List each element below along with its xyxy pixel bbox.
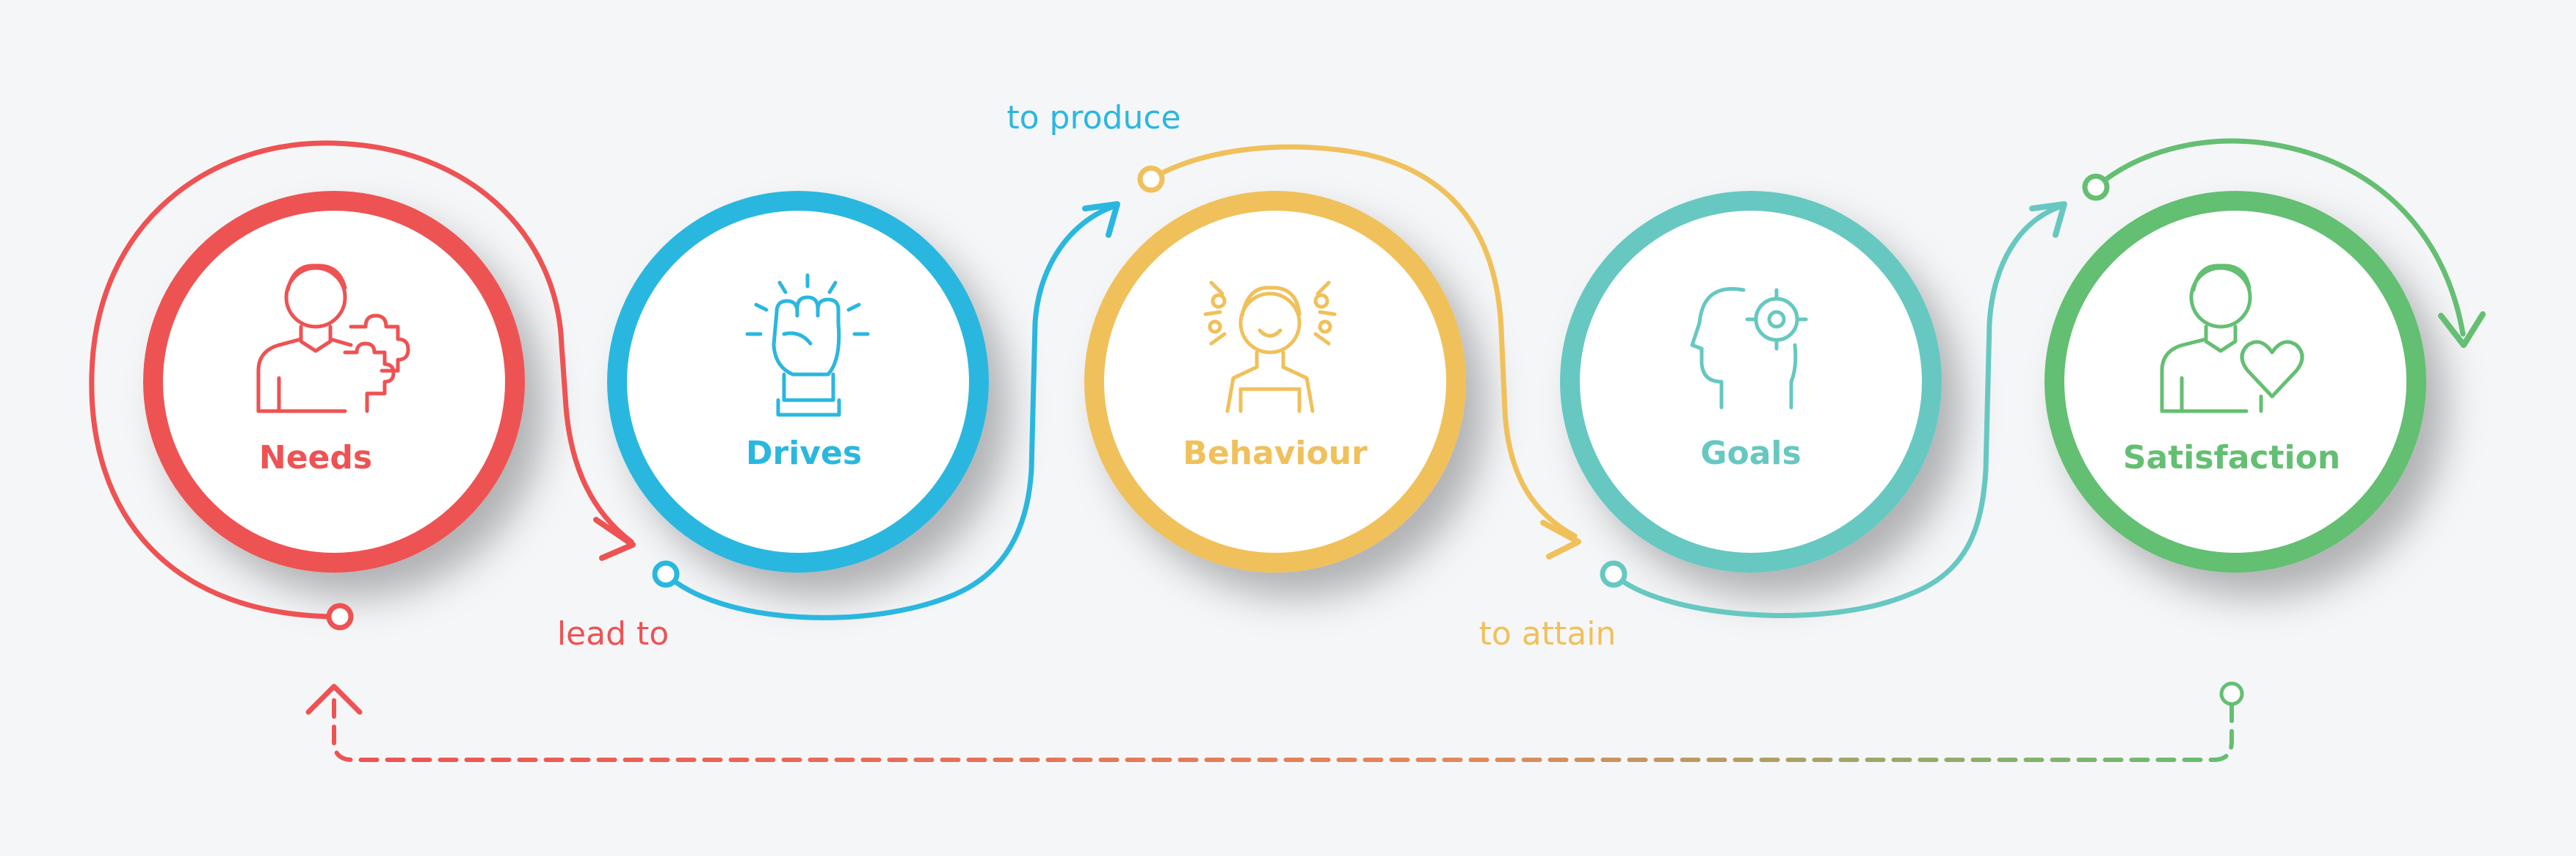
connector-label-to-attain: to attain [1479, 615, 1617, 653]
goals-to-satisfaction-arrow [1611, 203, 2066, 618]
goals-disc [1580, 211, 1922, 553]
connector-label-lead-to: lead to [557, 615, 669, 653]
behaviour-to-goals-arrow [1148, 144, 1578, 539]
drives-connector-start-dot [652, 560, 680, 588]
satisfaction-connector-start-dot [2082, 173, 2110, 201]
arrowhead-to-produce [1082, 201, 1120, 238]
behaviour-connector-start-dot [1137, 165, 1165, 193]
needs-outer-loop-arrow [89, 140, 634, 620]
stage-label-goals: Goals [1700, 435, 1801, 472]
stage-drives: Drives [607, 191, 989, 573]
drives-disc [627, 211, 969, 553]
connector-label-to-produce: to produce [1006, 99, 1180, 137]
stage-label-behaviour: Behaviour [1183, 435, 1368, 472]
head-target-icon [1690, 287, 1808, 410]
raised-fist-icon [745, 273, 870, 417]
arrowhead-to-attain [1540, 520, 1581, 559]
arrowhead-lead-to [593, 517, 636, 561]
stage-label-drives: Drives [746, 435, 862, 472]
person-puzzle-icon [256, 264, 410, 413]
behaviour-disc [1104, 211, 1446, 553]
feedback-start-dot [2219, 681, 2244, 706]
stage-behaviour: Behaviour [1084, 191, 1466, 573]
drives-to-behaviour-arrow [663, 203, 1119, 620]
feedback-dashed-loop [332, 695, 2234, 762]
needs-disc [163, 211, 505, 553]
goals-connector-start-dot [1600, 560, 1628, 588]
person-heart-icon [2160, 264, 2304, 413]
satisfaction-disc [2064, 211, 2406, 553]
stage-label-satisfaction: Satisfaction [2123, 439, 2340, 476]
satisfaction-outer-arrow [2093, 138, 2466, 337]
arrowhead-goals-to-satisfaction [2029, 201, 2067, 238]
stage-needs: Needs [143, 191, 525, 573]
stage-satisfaction: Satisfaction [2045, 191, 2426, 573]
stage-label-needs: Needs [259, 439, 372, 476]
excited-person-icon [1203, 280, 1337, 413]
stage-goals: Goals [1560, 191, 1942, 573]
needs-loop-start-dot [326, 603, 354, 631]
arrowhead-satisfaction-out [2438, 311, 2486, 348]
arrowhead-feedback [305, 683, 363, 715]
